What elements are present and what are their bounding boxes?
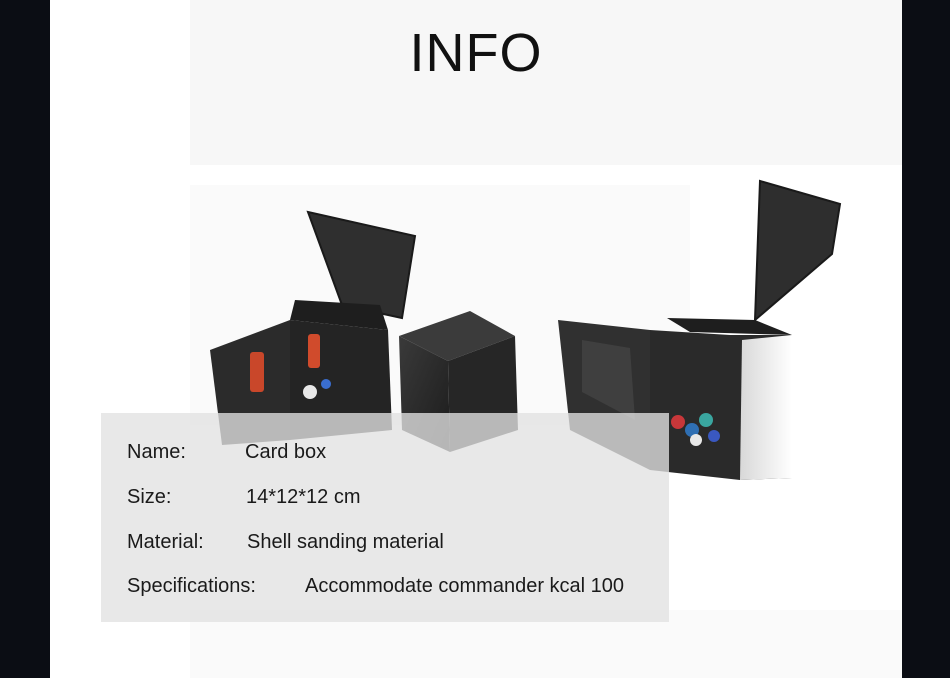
name-label: Name: bbox=[127, 441, 186, 463]
name-value: Card box bbox=[245, 441, 327, 463]
background-band bbox=[190, 0, 902, 165]
specifications-value: Accommodate commander kcal 100 bbox=[305, 575, 625, 597]
info-overlay: Name: Card box Size: 14*12*12 cm Materia… bbox=[101, 413, 669, 622]
material-value: Shell sanding material bbox=[247, 531, 444, 553]
size-value: 14*12*12 cm bbox=[246, 486, 361, 508]
page-title: INFO bbox=[409, 23, 543, 83]
product-info-panel: INFO bbox=[50, 0, 902, 678]
specifications-label: Specifications: bbox=[127, 575, 256, 597]
open-card-box-left bbox=[210, 210, 417, 445]
material-label: Material: bbox=[127, 531, 204, 553]
size-label: Size: bbox=[127, 486, 172, 508]
open-card-box-right bbox=[558, 179, 842, 480]
